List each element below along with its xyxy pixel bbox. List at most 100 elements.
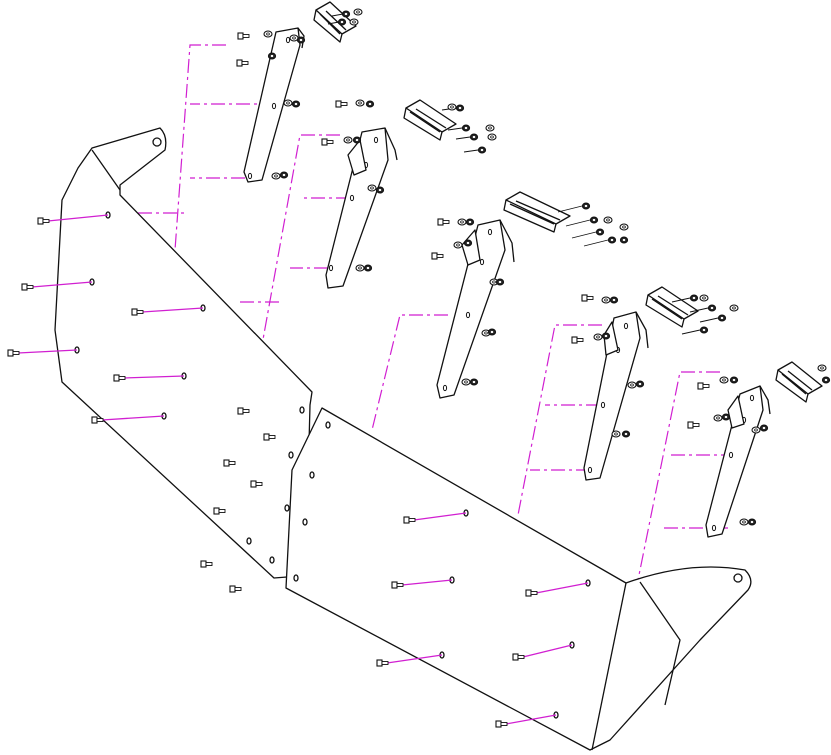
flat-washer-icon [487, 133, 497, 141]
hex-nut-icon [619, 236, 629, 244]
hex-nut-icon [717, 314, 727, 322]
flat-washer-icon [603, 216, 613, 224]
left-panel-holes [74, 211, 305, 564]
hex-head-bolt-icon [250, 480, 263, 488]
leader-line [699, 317, 719, 323]
flat-washer-icon [453, 241, 463, 249]
flat-washer-icon [457, 218, 467, 226]
hex-nut-icon [487, 328, 497, 336]
leader-line [557, 205, 583, 213]
hex-nut-icon [463, 239, 473, 247]
hex-nut-icon [469, 133, 479, 141]
flat-washer-icon [593, 333, 603, 341]
hex-nut-icon [375, 186, 385, 194]
hex-head-bolt-icon [263, 433, 276, 441]
hex-nut-icon [759, 424, 769, 432]
flat-washer-icon [283, 99, 293, 107]
hex-nut-icon [635, 380, 645, 388]
hex-head-bolt-icon [571, 336, 584, 344]
panel-bolts [7, 214, 589, 728]
hex-nut-icon [581, 202, 591, 210]
guide-line [174, 44, 226, 251]
hex-nut-icon [469, 378, 479, 386]
hex-head-bolt-icon [431, 252, 444, 260]
loose-bolts [200, 407, 276, 593]
hex-nut-icon [689, 294, 699, 302]
flat-washer-icon [447, 103, 457, 111]
hex-head-bolt-icon [237, 407, 250, 415]
clamp-block [503, 191, 571, 233]
hex-head-bolt-icon [237, 32, 250, 40]
hex-nut-icon [365, 100, 375, 108]
leader-line [583, 239, 609, 247]
flat-washer-icon [817, 364, 827, 372]
hex-head-bolt-icon [697, 382, 710, 390]
support-brackets [243, 27, 771, 538]
hex-head-bolt-icon [37, 214, 109, 225]
hex-nut-icon [267, 52, 277, 60]
hex-nut-icon [337, 18, 347, 26]
right-panel-fold [591, 582, 627, 751]
right-panel [285, 407, 752, 751]
hex-head-bolt-icon [223, 459, 236, 467]
leader-line [565, 219, 591, 227]
hex-head-bolt-icon [581, 294, 594, 302]
hex-nut-icon [609, 296, 619, 304]
hex-nut-icon [495, 278, 505, 286]
hex-nut-icon [601, 332, 611, 340]
hex-nut-icon [729, 376, 739, 384]
flat-washer-icon [719, 376, 729, 384]
hex-nut-icon [721, 413, 731, 421]
hex-head-bolt-icon [321, 138, 334, 146]
hex-nut-icon [363, 264, 373, 272]
hex-head-bolt-icon [403, 512, 467, 524]
hex-nut-icon [595, 228, 605, 236]
hex-head-bolt-icon [200, 560, 213, 568]
left-panel-fold [91, 149, 121, 191]
support-bracket [705, 385, 771, 538]
hex-head-bolt-icon [437, 218, 450, 226]
hex-head-bolt-icon [21, 281, 93, 291]
bracket-hardware [236, 8, 831, 526]
hex-nut-icon [291, 100, 301, 108]
hex-head-bolt-icon [687, 421, 700, 429]
support-bracket [436, 219, 515, 399]
hex-head-bolt-icon [495, 714, 557, 728]
hex-head-bolt-icon [525, 582, 589, 597]
clamp-block [775, 361, 823, 403]
right-panel-fold-2 [639, 581, 681, 706]
flat-washer-icon [699, 294, 709, 302]
flat-washer-icon [353, 8, 363, 16]
hex-nut-icon [607, 236, 617, 244]
guide-line [637, 371, 720, 581]
leader-line [463, 149, 479, 153]
flat-washer-icon [751, 426, 761, 434]
flat-washer-icon [367, 184, 377, 192]
leader-line [447, 127, 463, 131]
assembly-guide-lines [138, 44, 735, 581]
hex-head-bolt-icon [335, 100, 348, 108]
hex-nut-icon [621, 430, 631, 438]
hex-nut-icon [296, 36, 306, 44]
hex-nut-icon [352, 136, 362, 144]
bracket-tab [603, 321, 619, 356]
left-panel-hole [152, 137, 162, 147]
leader-line [327, 21, 340, 25]
hex-nut-icon [821, 376, 831, 384]
leader-line [455, 136, 471, 140]
hex-head-bolt-icon [376, 654, 443, 667]
left-panel [54, 127, 313, 579]
bracket-tab [347, 139, 367, 176]
guide-line [371, 314, 448, 431]
bracket-tab [461, 229, 481, 266]
hex-nut-icon [707, 304, 717, 312]
right-panel-hole [733, 573, 743, 583]
leader-line [689, 307, 709, 313]
hex-head-bolt-icon [131, 307, 204, 316]
hex-nut-icon [699, 326, 709, 334]
hex-head-bolt-icon [512, 644, 573, 661]
hex-nut-icon [341, 10, 351, 18]
hex-head-bolt-icon [391, 579, 453, 589]
flat-washer-icon [355, 264, 365, 272]
